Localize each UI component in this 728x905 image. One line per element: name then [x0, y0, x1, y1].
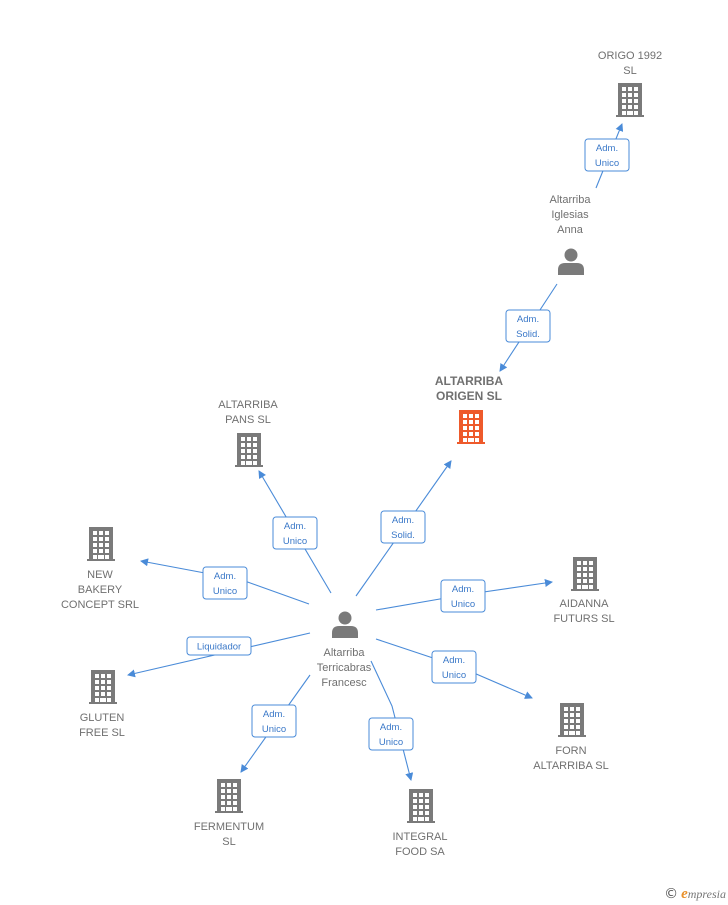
edges-layer [127, 123, 624, 781]
person-icon [332, 611, 358, 638]
edge-label-box [272, 516, 318, 550]
edge-label[interactable]: Adm.Unico [251, 704, 297, 738]
edge-label-text: Adm.Unico [379, 722, 403, 748]
edge-label[interactable]: Adm.Unico [368, 717, 414, 751]
person-icon [558, 248, 584, 275]
edge-label[interactable]: Adm.Solid. [505, 309, 551, 343]
edge-label-text: Adm.Unico [451, 584, 475, 610]
building-icon [558, 703, 586, 737]
building-icon [407, 789, 435, 823]
copyright-icon: © [664, 886, 679, 902]
edge-label-text: Adm.Solid. [516, 314, 540, 340]
edge-label[interactable]: Adm.Unico [202, 566, 248, 600]
edge-label-box [186, 636, 252, 656]
edge-label-box [251, 704, 297, 738]
building-icon [89, 670, 117, 704]
building-icon [235, 433, 263, 467]
brand-logo-e: e [681, 886, 688, 902]
edge-label-box [431, 650, 477, 684]
edge-label[interactable]: Adm.Unico [431, 650, 477, 684]
edge-altarriba-terricabras-to-integral-food [370, 660, 414, 781]
edge-label-text: Adm.Unico [283, 521, 307, 547]
building-icon [215, 779, 243, 813]
edge-label-text: Adm.Unico [262, 709, 286, 735]
edge-label[interactable]: Adm.Unico [440, 579, 486, 613]
building-icon [457, 410, 485, 444]
building-icon [87, 527, 115, 561]
edge-label[interactable]: Liquidador [186, 636, 252, 656]
edge-label-text: Adm.Solid. [391, 515, 415, 541]
edge-label-box [368, 717, 414, 751]
edge-label-text: Adm.Unico [595, 143, 619, 169]
building-icon [616, 83, 644, 117]
edge-label[interactable]: Adm.Unico [584, 138, 630, 172]
edge-label-box [202, 566, 248, 600]
edge-label-box [380, 510, 426, 544]
edge-label[interactable]: Adm.Solid. [380, 510, 426, 544]
brand-logo-text: mpresia [687, 887, 726, 901]
edge-labels-layer: Adm.UnicoAdm.Solid.Adm.Solid.Adm.UnicoAd… [186, 138, 630, 751]
edge-label-box [584, 138, 630, 172]
edge-label-text: Liquidador [197, 642, 241, 653]
edge-label-box [440, 579, 486, 613]
edge-label-box [505, 309, 551, 343]
edge-label[interactable]: Adm.Unico [272, 516, 318, 550]
edge-label-text: Adm.Unico [213, 571, 237, 597]
building-icon [571, 557, 599, 591]
edge-label-text: Adm.Unico [442, 655, 466, 681]
brand-watermark: © empresia [664, 886, 726, 903]
